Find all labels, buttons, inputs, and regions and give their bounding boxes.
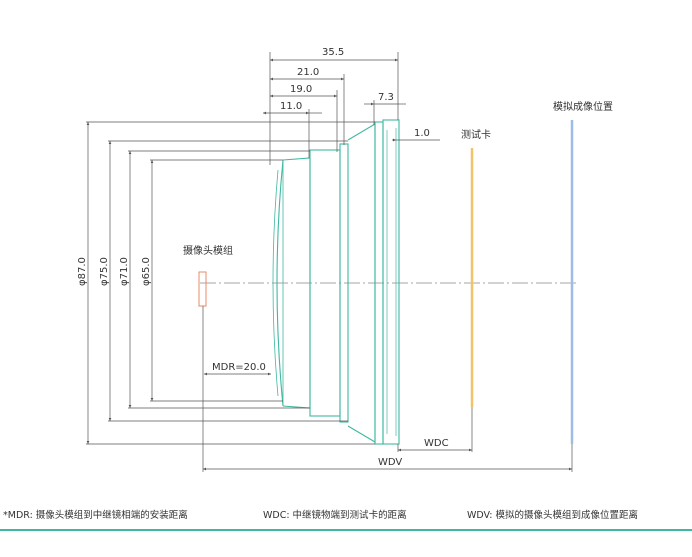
dim-19-0: 19.0 bbox=[290, 84, 312, 95]
dim-phi-87: φ87.0 bbox=[77, 257, 88, 286]
relay-lens bbox=[272, 119, 400, 445]
dim-7-3: 7.3 bbox=[378, 92, 394, 103]
footer-wdc-note: WDC: 中继镜物端到测试卡的距离 bbox=[263, 509, 407, 521]
dim-11-0: 11.0 bbox=[280, 101, 302, 112]
camera-module-box bbox=[198, 271, 207, 307]
dim-phi-65: φ65.0 bbox=[141, 257, 152, 286]
dim-1-0: 1.0 bbox=[414, 128, 430, 139]
dim-21-0: 21.0 bbox=[297, 67, 319, 78]
diameter-dimensions bbox=[86, 121, 375, 445]
dim-phi-75: φ75.0 bbox=[99, 257, 110, 286]
virtual-image-label: 模拟成像位置 bbox=[553, 100, 613, 113]
footer-mdr-note: *MDR: 摄像头模组到中继镜相端的安装距离 bbox=[3, 509, 188, 521]
dim-35-5: 35.5 bbox=[322, 47, 344, 58]
dim-wdc: WDC bbox=[424, 438, 449, 449]
dim-phi-71: φ71.0 bbox=[119, 257, 130, 286]
bottom-dimensions bbox=[202, 306, 573, 472]
dim-wdv: WDV bbox=[378, 457, 402, 468]
top-dimensions bbox=[263, 52, 440, 165]
footer-wdv-note: WDV: 模拟的摄像头模组到成像位置距离 bbox=[467, 509, 638, 521]
test-card-label: 测试卡 bbox=[461, 128, 491, 141]
dim-mdr: MDR=20.0 bbox=[212, 362, 266, 373]
camera-module-label: 摄像头模组 bbox=[183, 244, 233, 257]
